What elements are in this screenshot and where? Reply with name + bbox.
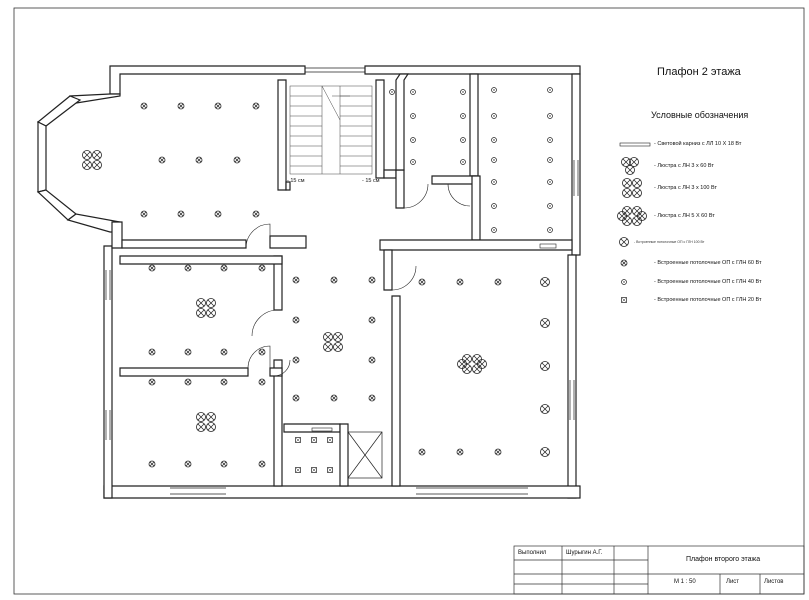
legend-label-chandelier-5x60: - Люстра с ЛН 5 Х 60 Вт: [654, 213, 715, 219]
dimension-right: - 15 см: [362, 178, 380, 184]
performer-name: Шурыгин А.Г.: [566, 550, 603, 556]
legend-label-spot-20: - Встроенные потолочные ОП с ГЛН 20 Вт: [654, 297, 762, 303]
spot-lights-100: [540, 277, 550, 457]
legend-title: Условные обозначения: [651, 110, 749, 120]
windows: [105, 67, 579, 495]
sheets-label: Листов: [764, 579, 784, 585]
lift-shaft: [347, 431, 383, 479]
spot-lights-60: [140, 102, 502, 468]
legend-label-chandelier-3x100: - Люстра с ЛН 3 х 100 Вт: [654, 185, 717, 191]
legend-label-spot-40: - Встроенные потолочные ОП с ГЛН 40 Вт: [654, 279, 762, 285]
drawing-title: Плафон второго этажа: [686, 556, 761, 563]
chandeliers: [83, 151, 487, 432]
sheet-title: Плафон 2 этажа: [657, 66, 741, 78]
staircase: [289, 85, 373, 175]
doors: [245, 183, 471, 377]
legend-symbols: [617, 142, 651, 303]
legend-label-chandelier-3x60: - Люстра с ЛН 3 х 60 Вт: [654, 163, 714, 169]
performed-label: Выполнил: [518, 550, 547, 556]
walls: [36, 65, 581, 499]
sheet-label: Лист: [726, 579, 740, 585]
dimension-left: - 15 см: [287, 178, 305, 184]
legend-label-spot-100: - Встроенные потолочные ОП с ГЛН 100 Вт: [634, 240, 705, 244]
spot-lights-20: [295, 437, 333, 473]
legend-label-cornice: - Световой карниз с ЛЛ 10 Х 18 Вт: [654, 141, 742, 147]
sheet-frame: [13, 7, 805, 595]
title-block-lines: [513, 545, 805, 595]
scale-label: М 1 : 50: [674, 579, 696, 585]
legend-label-spot-60: - Встроенные потолочные ОП с ГЛН 60 Вт: [654, 260, 762, 266]
light-cornice: [311, 243, 557, 432]
